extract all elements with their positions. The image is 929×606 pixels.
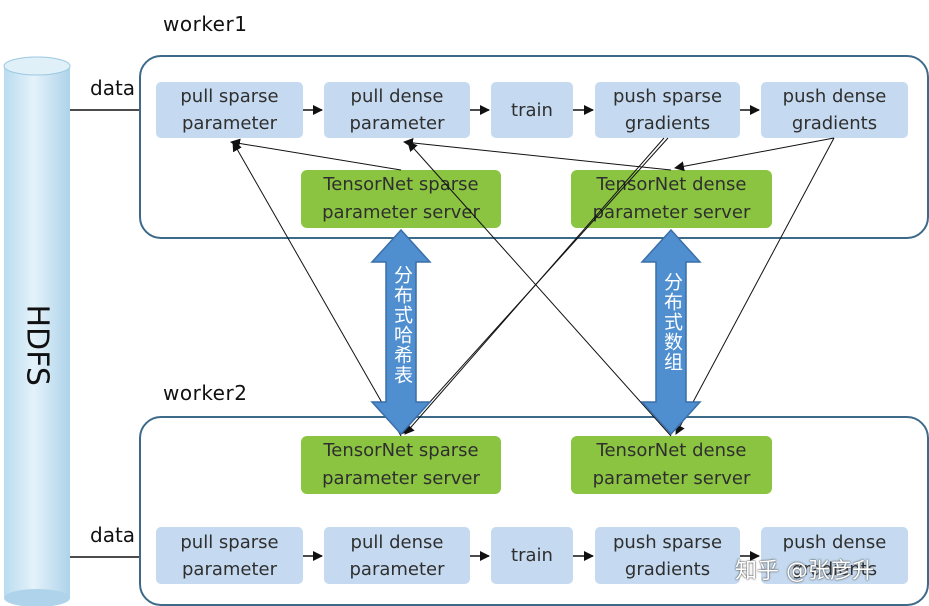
data-label-worker2: data <box>90 523 136 547</box>
w1-dense-server: TensorNet dense parameter server <box>571 170 772 228</box>
w2-step-push-sparse: push sparse gradients <box>595 527 740 584</box>
hdfs-cylinder <box>3 56 71 606</box>
data-label-worker1: data <box>90 76 136 100</box>
w1-step-train: train <box>491 82 573 138</box>
hdfs-label: HDFS <box>19 304 55 386</box>
w2-step-pull-sparse: pull sparse parameter <box>156 527 303 584</box>
w1-step-push-dense: push dense gradients <box>761 82 908 138</box>
array-link-label: 分布式数组 <box>661 272 683 372</box>
watermark: 知乎 @张彦升 <box>735 559 874 584</box>
worker2-label: worker2 <box>163 381 248 405</box>
w2-step-push-dense: push dense gradients <box>761 527 908 584</box>
worker1-label: worker1 <box>163 12 248 36</box>
w2-sparse-server: TensorNet sparse parameter server <box>301 436 501 494</box>
w2-step-pull-dense: pull dense parameter <box>324 527 470 584</box>
w2-step-train: train <box>491 527 573 584</box>
w1-step-push-sparse: push sparse gradients <box>595 82 740 138</box>
w1-step-pull-sparse: pull sparse parameter <box>156 82 303 138</box>
w1-step-pull-dense: pull dense parameter <box>324 82 470 138</box>
hash-table-link-label: 分布式哈希表 <box>391 265 413 385</box>
w1-sparse-server: TensorNet sparse parameter server <box>301 170 501 228</box>
w2-dense-server: TensorNet dense parameter server <box>571 436 772 494</box>
